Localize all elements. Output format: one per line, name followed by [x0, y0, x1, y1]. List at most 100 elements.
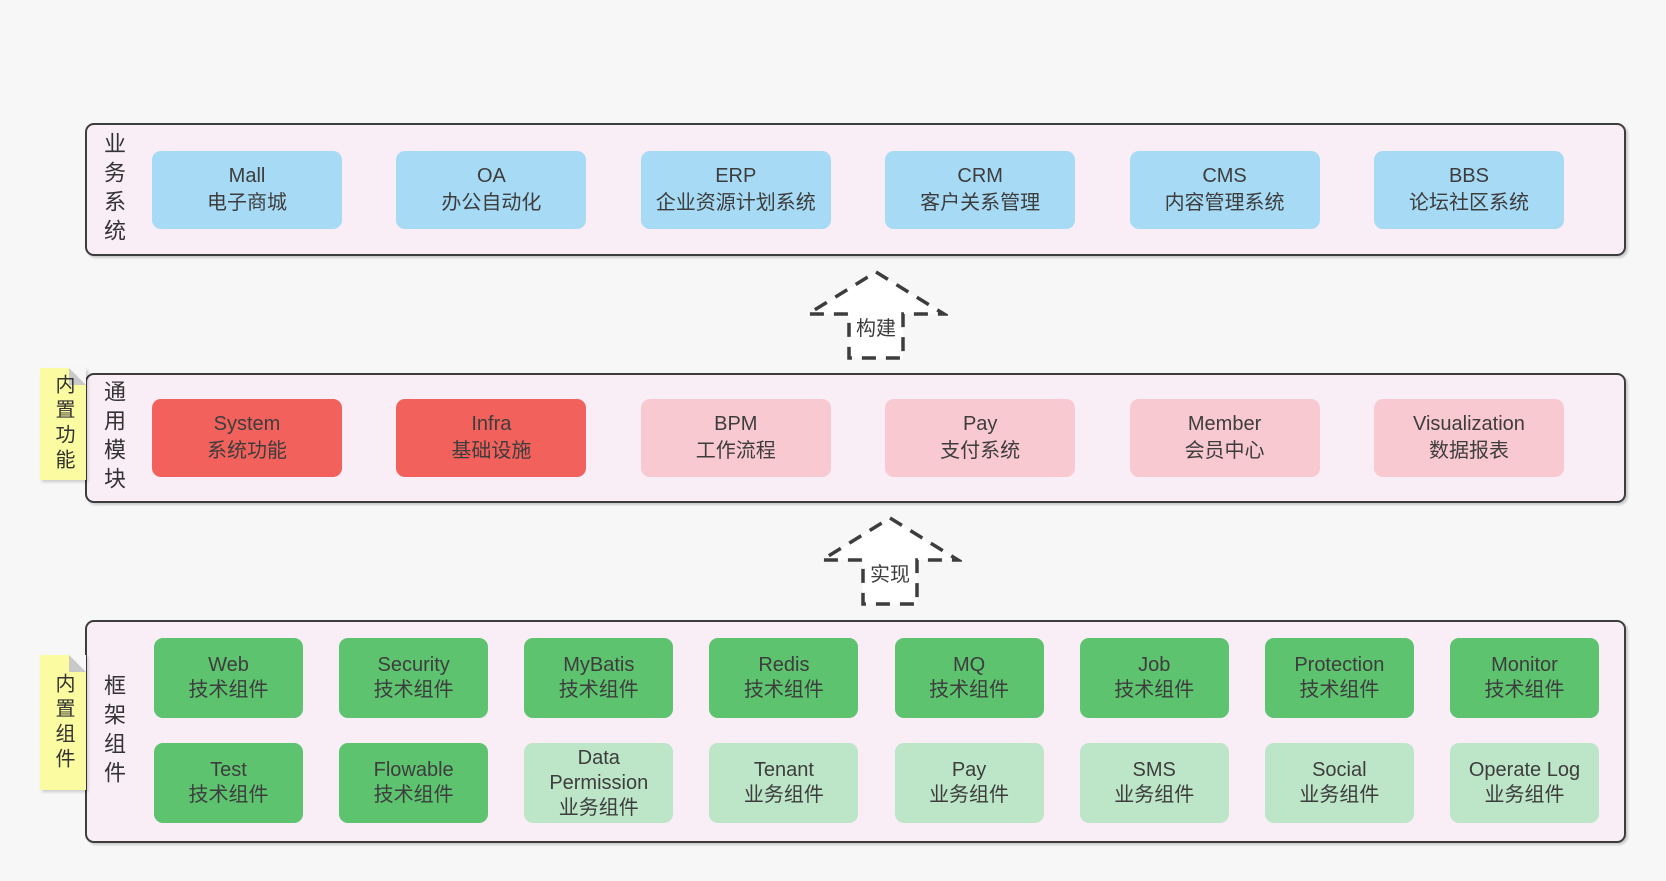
box-redis: Redis 技术组件: [709, 638, 859, 718]
box-sms: SMS 业务组件: [1079, 743, 1229, 823]
box-name: BBS: [1448, 165, 1489, 187]
implement-arrow: 实现: [818, 514, 962, 608]
framework-components-label: 框架组件: [101, 673, 126, 790]
box-desc: 办公自动化: [441, 192, 542, 214]
box-desc: 业务组件: [1299, 784, 1380, 806]
box-name: Pay: [951, 759, 987, 781]
box-name: OA: [476, 165, 506, 187]
box-name: Operate Log: [1468, 759, 1581, 781]
box-desc: 业务组件: [1484, 784, 1565, 806]
box-security: Security 技术组件: [339, 638, 489, 718]
box-name: Monitor: [1491, 654, 1558, 676]
box-desc: 会员中心: [1184, 440, 1265, 462]
box-mq: MQ 技术组件: [894, 638, 1044, 718]
common-modules-row: System 系统功能 Infra 基础设施 BPM 工作流程 Pay 支付系统…: [152, 399, 1564, 477]
box-pay-component: Pay 业务组件: [894, 743, 1044, 823]
box-job: Job 技术组件: [1079, 638, 1229, 718]
sticky-note-builtin-components: 内置组件: [40, 655, 86, 790]
box-system: System 系统功能: [152, 399, 342, 477]
box-desc: 业务组件: [1114, 784, 1195, 806]
box-name: Visualization: [1412, 413, 1525, 435]
box-desc: 技术组件: [373, 784, 454, 806]
box-oa: OA 办公自动化: [396, 151, 587, 229]
box-member: Member 会员中心: [1129, 399, 1320, 477]
box-name: Test: [210, 759, 247, 781]
sticky-note-label: 内置功能: [52, 374, 74, 474]
box-name: System: [213, 413, 281, 435]
box-name: Data Permission: [549, 746, 649, 794]
box-monitor: Monitor 技术组件: [1449, 638, 1599, 718]
box-desc: 系统功能: [207, 440, 287, 462]
sticky-note-builtin-features: 内置功能: [40, 368, 86, 480]
box-desc: 技术组件: [1484, 679, 1565, 701]
box-bbs: BBS 论坛社区系统: [1373, 151, 1564, 229]
box-name: CMS: [1202, 165, 1247, 187]
folded-corner-icon: [69, 368, 86, 385]
box-desc: 支付系统: [940, 440, 1021, 462]
box-name: Flowable: [373, 759, 454, 781]
box-name: Tenant: [753, 759, 814, 781]
business-systems-label: 业务系统: [101, 131, 126, 248]
box-desc: 技术组件: [1299, 679, 1380, 701]
box-bpm: BPM 工作流程: [640, 399, 831, 477]
box-name: CRM: [957, 165, 1003, 187]
box-flowable: Flowable 技术组件: [339, 743, 489, 823]
box-name: ERP: [715, 165, 757, 187]
box-name: Protection: [1294, 654, 1385, 676]
box-mall: Mall 电子商城: [152, 151, 342, 229]
box-name: Job: [1138, 654, 1171, 676]
implement-arrow-label: 实现: [867, 558, 913, 587]
box-operate-log: Operate Log 业务组件: [1449, 743, 1599, 823]
box-desc: 技术组件: [188, 679, 269, 701]
box-name: Web: [208, 654, 249, 676]
box-crm: CRM 客户关系管理: [885, 151, 1076, 229]
build-arrow: 构建: [804, 268, 948, 362]
box-test: Test 技术组件: [154, 743, 303, 823]
box-desc: 内容管理系统: [1164, 192, 1285, 214]
box-desc: 技术组件: [1114, 679, 1195, 701]
box-desc: 技术组件: [373, 679, 454, 701]
box-name: Social: [1312, 759, 1367, 781]
box-name: Member: [1187, 413, 1262, 435]
box-erp: ERP 企业资源计划系统: [640, 151, 831, 229]
box-infra: Infra 基础设施: [396, 399, 587, 477]
common-modules-panel: 通用模块 System 系统功能 Infra 基础设施 BPM 工作流程 Pay…: [85, 373, 1626, 503]
box-desc: 技术组件: [743, 679, 824, 701]
box-desc: 业务组件: [743, 784, 824, 806]
box-desc: 基础设施: [451, 440, 532, 462]
box-name: Pay: [962, 413, 998, 435]
box-visualization: Visualization 数据报表: [1373, 399, 1564, 477]
box-desc: 技术组件: [188, 784, 269, 806]
box-desc: 业务组件: [558, 796, 639, 819]
box-desc: 客户关系管理: [920, 192, 1041, 214]
box-tenant: Tenant 业务组件: [709, 743, 859, 823]
box-name: SMS: [1132, 759, 1176, 781]
business-systems-row: Mall 电子商城 OA 办公自动化 ERP 企业资源计划系统 CRM 客户关系…: [152, 151, 1564, 229]
framework-components-panel: 框架组件 Web 技术组件 Security 技术组件 MyBatis 技术组件…: [85, 620, 1626, 843]
folded-corner-icon: [69, 655, 86, 672]
framework-row-2: Test 技术组件 Flowable 技术组件 Data Permission …: [154, 743, 1599, 823]
box-name: MyBatis: [563, 654, 635, 676]
common-modules-label: 通用模块: [101, 380, 126, 496]
box-name: MQ: [952, 654, 986, 676]
box-web: Web 技术组件: [154, 638, 303, 718]
box-desc: 技术组件: [558, 679, 639, 701]
box-data-permission: Data Permission 业务组件: [524, 743, 674, 823]
business-systems-panel: 业务系统 Mall 电子商城 OA 办公自动化 ERP 企业资源计划系统 CRM…: [85, 123, 1626, 256]
box-name: Security: [377, 654, 450, 676]
box-pay-module: Pay 支付系统: [885, 399, 1076, 477]
sticky-note-label: 内置组件: [52, 672, 74, 773]
box-cms: CMS 内容管理系统: [1129, 151, 1320, 229]
box-desc: 论坛社区系统: [1408, 192, 1529, 214]
box-name: Mall: [228, 165, 266, 187]
box-social: Social 业务组件: [1264, 743, 1414, 823]
box-desc: 技术组件: [929, 679, 1010, 701]
box-desc: 企业资源计划系统: [655, 192, 816, 214]
box-desc: 工作流程: [695, 440, 776, 462]
box-desc: 电子商城: [207, 192, 287, 214]
build-arrow-label: 构建: [853, 312, 899, 341]
box-protection: Protection 技术组件: [1264, 638, 1414, 718]
box-name: Redis: [758, 654, 810, 676]
box-name: BPM: [714, 413, 758, 435]
box-name: Infra: [471, 413, 512, 435]
